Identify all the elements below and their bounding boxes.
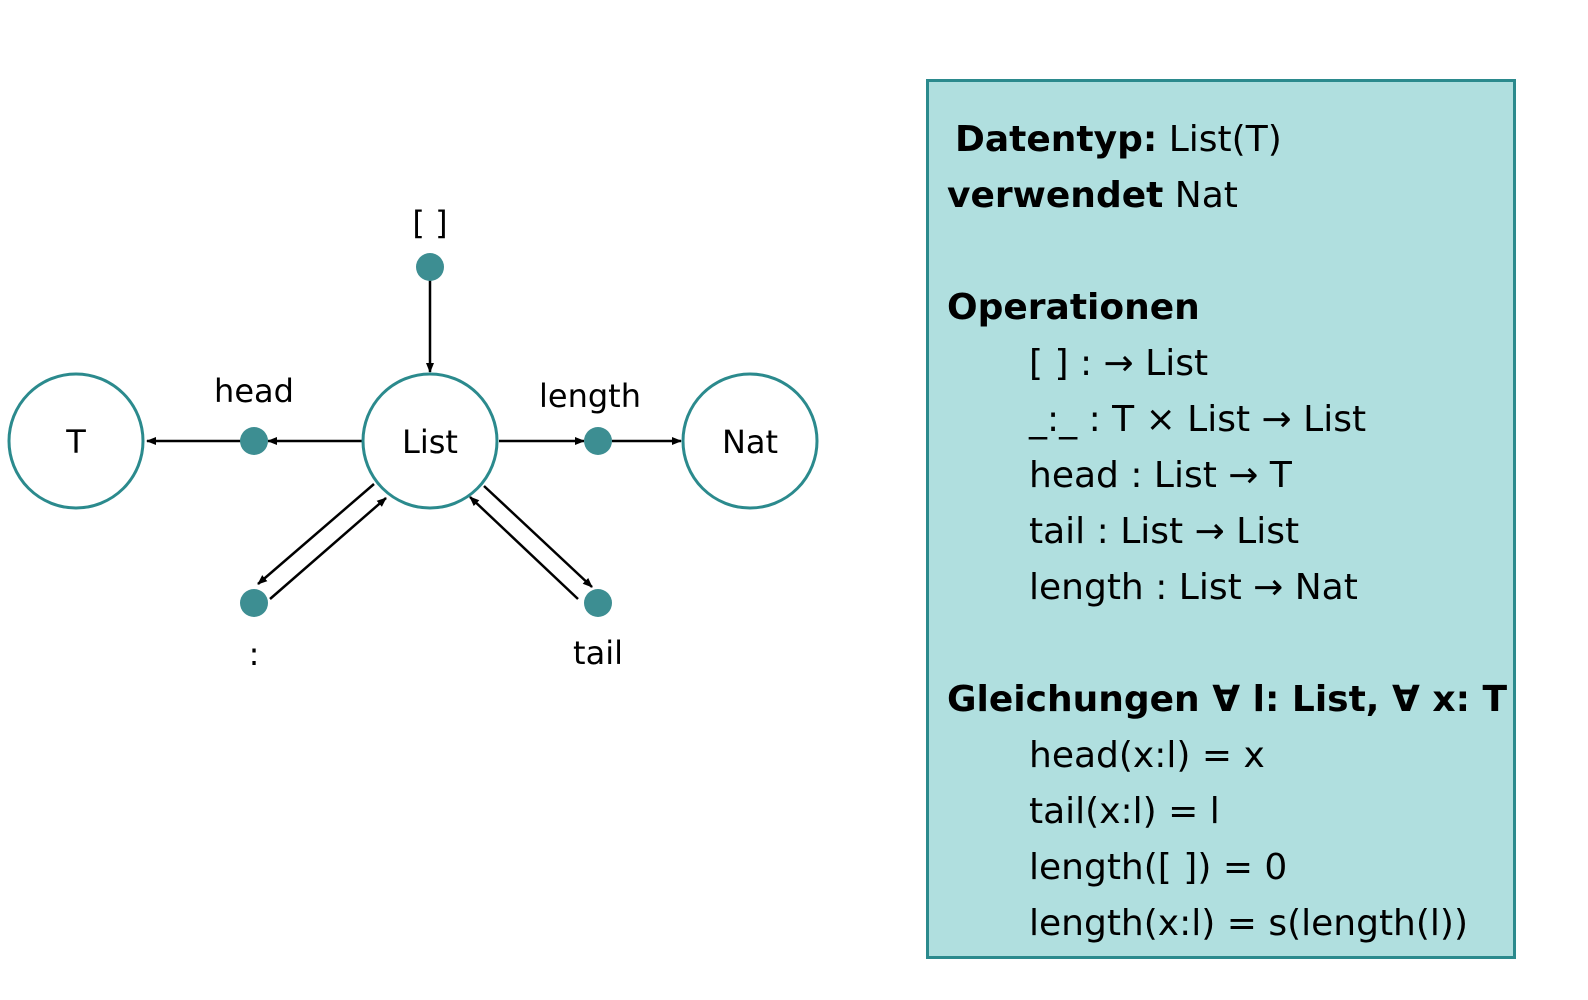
edge-cons-to-list	[269, 497, 387, 600]
operation-signature: length : List → Nat	[1029, 567, 1358, 608]
op-cons-label: :	[249, 635, 260, 673]
node-t-circle	[7, 372, 145, 510]
equations-heading: Gleichungen ∀ l: List, ∀ x: T	[947, 679, 1508, 720]
uses-label: verwendet	[947, 175, 1164, 216]
operation-signature: head : List → T	[1029, 455, 1292, 496]
datatype-specification-box: Datentyp: List(T) verwendet Nat Operatio…	[926, 79, 1516, 959]
equation: tail(x:l) = l	[1029, 791, 1220, 832]
spacer	[947, 616, 1503, 672]
op-head-label: head	[214, 372, 294, 410]
edge-list-to-tail	[483, 485, 593, 588]
operation-signature: [ ] : → List	[1029, 343, 1209, 384]
equation: length([ ]) = 0	[1029, 847, 1288, 888]
op-empty-dot	[416, 253, 444, 281]
op-length-dot	[584, 427, 612, 455]
edge-list-to-cons	[257, 483, 375, 585]
equation: head(x:l) = x	[1029, 735, 1265, 776]
op-empty-label: [ ]	[412, 204, 447, 242]
operations-heading: Operationen	[947, 287, 1200, 328]
op-cons-dot	[240, 589, 268, 617]
node-list-label: List	[402, 423, 458, 461]
op-tail-label: tail	[573, 634, 623, 672]
signature-diagram: T List Nat [ ] head length : tail	[7, 204, 819, 673]
edge-tail-to-list	[469, 496, 579, 600]
op-tail-dot	[584, 589, 612, 617]
op-head-dot	[240, 427, 268, 455]
datatype-line: Datentyp: List(T)	[947, 112, 1503, 168]
equation: length(x:l) = s(length(l))	[1029, 903, 1469, 944]
operation-signature: _:_ : T × List → List	[1029, 399, 1367, 440]
datatype-value: List(T)	[1168, 119, 1282, 160]
datatype-label: Datentyp:	[955, 119, 1158, 160]
uses-value: Nat	[1174, 175, 1238, 216]
uses-line: verwendet Nat	[947, 168, 1503, 224]
node-list-circle	[361, 372, 499, 510]
node-nat-circle	[681, 372, 819, 510]
node-t-label: T	[65, 423, 86, 461]
operation-signature: tail : List → List	[1029, 511, 1300, 552]
node-nat-label: Nat	[722, 423, 778, 461]
spacer	[947, 224, 1503, 280]
op-length-label: length	[539, 377, 641, 415]
